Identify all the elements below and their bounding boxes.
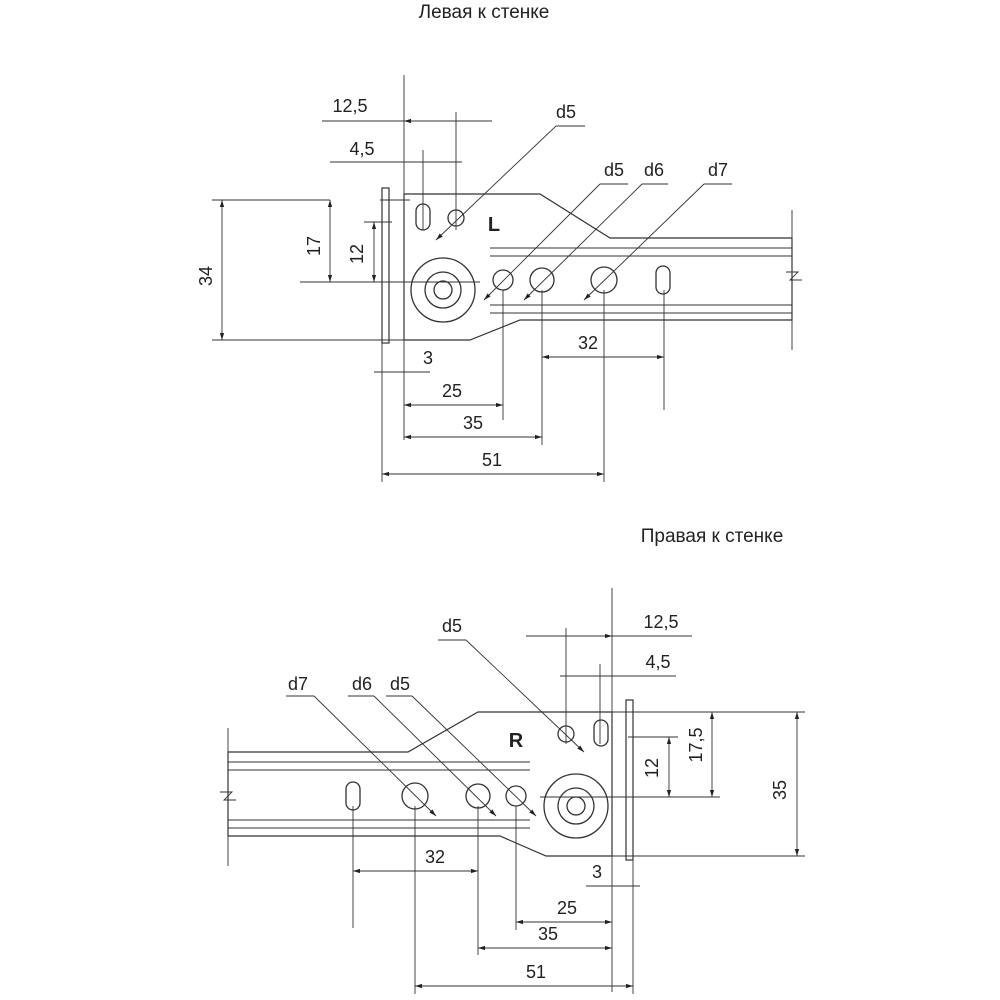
left-leader-d6 bbox=[523, 183, 643, 301]
right-hole-label-4: d7 bbox=[288, 674, 308, 694]
left-leader-d5 bbox=[483, 183, 601, 301]
right-slide-drawing: Правая к стенке bbox=[220, 526, 805, 994]
left-marker: L bbox=[488, 214, 500, 236]
left-roller-inner bbox=[433, 280, 453, 300]
left-hole-label-1: d5 bbox=[556, 102, 576, 122]
left-dim-51: 51 bbox=[482, 450, 502, 470]
right-dim-35: 35 bbox=[538, 924, 558, 944]
left-dim-35: 35 bbox=[463, 413, 483, 433]
left-dim-45: 4,5 bbox=[349, 139, 374, 159]
right-roller-inner bbox=[566, 796, 586, 816]
right-hole-d6 bbox=[465, 783, 491, 809]
right-hole-label-2: d5 bbox=[390, 674, 410, 694]
left-dim-25: 25 bbox=[442, 381, 462, 401]
left-hole-label-3: d6 bbox=[644, 160, 664, 180]
right-dim-35v: 35 bbox=[770, 780, 790, 800]
left-dim-3: 3 bbox=[423, 348, 433, 368]
right-dim-125: 12,5 bbox=[643, 612, 678, 632]
left-leader-d5-top bbox=[435, 125, 557, 241]
left-dim-17: 17 bbox=[304, 236, 324, 256]
right-wall-plate bbox=[625, 699, 634, 861]
right-dim-45: 4,5 bbox=[645, 652, 670, 672]
left-dim-32: 32 bbox=[578, 333, 598, 353]
right-slot-top bbox=[593, 719, 609, 747]
left-dim-125: 12,5 bbox=[332, 96, 367, 116]
left-hole-d6 bbox=[529, 267, 555, 293]
right-title: Правая к стенке bbox=[641, 526, 784, 547]
right-dim-12: 12 bbox=[642, 758, 662, 778]
left-slot-right bbox=[655, 265, 671, 295]
right-hole-label-1: d5 bbox=[442, 616, 462, 636]
right-hole-label-3: d6 bbox=[352, 674, 372, 694]
right-break-mark bbox=[220, 791, 236, 801]
left-wall-plate bbox=[381, 187, 390, 344]
left-hole-d5 bbox=[492, 269, 514, 291]
right-slot-left bbox=[345, 781, 361, 811]
left-dim-34: 34 bbox=[196, 266, 216, 286]
left-dim-12: 12 bbox=[347, 244, 367, 264]
right-dim-25: 25 bbox=[557, 898, 577, 918]
right-leader-d6 bbox=[373, 695, 497, 817]
right-leader-d5-top bbox=[465, 639, 585, 753]
left-title: Левая к стенке bbox=[419, 2, 550, 23]
right-dim-175: 17,5 bbox=[686, 727, 706, 762]
left-leader-d7 bbox=[583, 183, 705, 301]
left-hole-label-4: d7 bbox=[708, 160, 728, 180]
right-leader-d5 bbox=[411, 695, 537, 817]
left-hole-label-2: d5 bbox=[604, 160, 624, 180]
left-break-mark bbox=[786, 271, 802, 281]
right-dim-32: 32 bbox=[425, 847, 445, 867]
right-dim-3: 3 bbox=[592, 862, 602, 882]
right-dim-51: 51 bbox=[526, 962, 546, 982]
left-slide-drawing: Левая к стенке 12,5 bbox=[196, 2, 802, 482]
right-marker: R bbox=[509, 730, 524, 752]
right-leader-d7 bbox=[313, 695, 437, 817]
